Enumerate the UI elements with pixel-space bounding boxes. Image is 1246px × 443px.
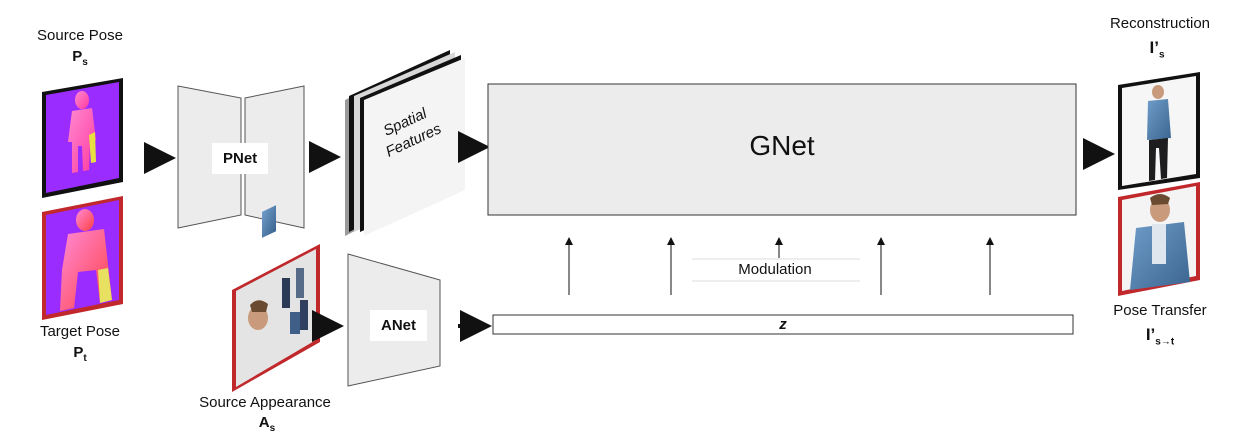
source-appearance-image: [232, 205, 320, 392]
pnet-block: [177, 85, 305, 229]
source-pose-image: [42, 78, 123, 198]
target-pose-symbol: Pt: [73, 344, 87, 364]
spatial-features-stack: [345, 50, 465, 236]
pnet-label: PNet: [212, 143, 269, 174]
modulation-label: Modulation: [700, 261, 850, 278]
source-pose-label: Source Pose: [37, 27, 123, 44]
gnet-label: GNet: [749, 130, 815, 161]
latent-label: z: [779, 316, 787, 333]
source-appearance-symbol: As: [258, 414, 276, 434]
reconstruction-image: [1118, 72, 1200, 190]
pose-transfer-symbol: I’s→t: [1145, 325, 1175, 348]
latent-bar: [492, 314, 1074, 335]
pose-transfer-label: Pose Transfer: [1113, 302, 1207, 319]
target-pose-image: [42, 196, 123, 320]
anet-label: ANet: [370, 310, 428, 341]
gnet-box: [487, 83, 1077, 216]
reconstruction-label: Reconstruction: [1109, 15, 1211, 32]
source-appearance-label: Source Appearance: [199, 394, 331, 411]
modulation-arrows: [565, 237, 994, 295]
reconstruction-symbol: I’s: [1149, 38, 1165, 61]
target-pose-label: Target Pose: [39, 323, 121, 340]
pose-transfer-image: [1118, 182, 1200, 296]
source-pose-symbol: Ps: [72, 48, 88, 68]
